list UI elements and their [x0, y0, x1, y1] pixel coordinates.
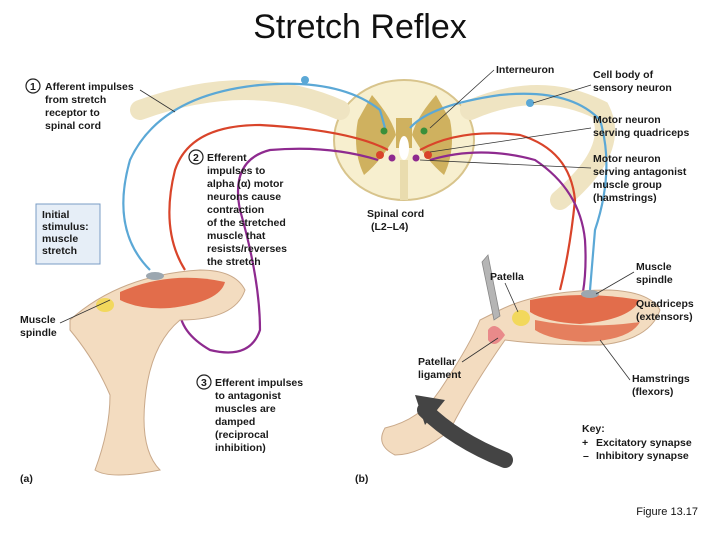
- stimulus-line: stimulus:: [42, 221, 89, 233]
- leg-b: [381, 289, 661, 456]
- kick-arrow: [415, 395, 513, 468]
- step-1-line: from stretch: [45, 94, 106, 106]
- step-3-number: 3: [201, 377, 207, 389]
- sensory-cell-body: [526, 99, 534, 107]
- afferent-cell-body: [301, 76, 309, 84]
- label-patellar-ligament: ligament: [418, 369, 462, 381]
- spinal-cord-section: [333, 79, 475, 201]
- key-excitatory-label: Excitatory synapse: [596, 437, 692, 449]
- step-3-line: inhibition): [215, 442, 266, 454]
- leader-line: [599, 339, 631, 381]
- step-2-number: 2: [193, 152, 199, 164]
- efferent-pathway: [168, 123, 577, 291]
- label-hamstrings: (flexors): [632, 386, 673, 398]
- key-inhibitory-symbol: –: [583, 450, 589, 462]
- label-interneuron: Interneuron: [496, 64, 554, 76]
- label-muscle-spindle-a: spindle: [20, 327, 57, 339]
- step-3-circle: [196, 374, 212, 390]
- label-hamstrings: Hamstrings: [632, 373, 690, 385]
- label-motor-ham: Motor neuron: [593, 153, 661, 165]
- key-excitatory-symbol: +: [582, 437, 588, 449]
- step-3-line: to antagonist: [215, 390, 281, 402]
- afferent-pathway: [122, 76, 608, 291]
- step-1-line: receptor to: [45, 107, 100, 119]
- leader-line: [429, 69, 495, 129]
- step-3-line: muscles are: [215, 403, 276, 415]
- label-motor-ham: muscle group: [593, 179, 662, 191]
- step-2-line: alpha (α) motor: [207, 178, 283, 190]
- figure-caption: Figure 13.17: [636, 506, 698, 518]
- label-cell-body: sensory neuron: [593, 82, 672, 94]
- step-1-line: Afferent impulses: [45, 81, 134, 93]
- label-quadriceps: Quadriceps: [636, 298, 694, 310]
- label-muscle-spindle-b: Muscle: [636, 261, 672, 273]
- label-muscle-spindle-b: spindle: [636, 274, 673, 286]
- step-2-line: resists/reverses: [207, 243, 287, 255]
- key-title: Key:: [582, 423, 605, 435]
- panel-a-label: (a): [20, 473, 33, 485]
- key: Key: + Excitatory synapse – Inhibitory s…: [582, 423, 692, 462]
- leader-line: [429, 127, 592, 153]
- nerve-roots: [130, 80, 615, 210]
- label-spinal-cord-sub: (L2–L4): [371, 221, 408, 233]
- step-2-line: Efferent: [207, 152, 247, 164]
- leader-line: [139, 89, 176, 113]
- panel-b-label: (b): [355, 473, 368, 485]
- step-2-line: neurons cause: [207, 191, 281, 203]
- step-1-circle: [25, 78, 41, 94]
- leader-line: [419, 159, 592, 169]
- label-patellar-ligament: Patellar: [418, 356, 456, 368]
- stimulus-line: stretch: [42, 245, 77, 257]
- label-motor-ham: (hamstrings): [593, 192, 657, 204]
- step-1-line: spinal cord: [45, 120, 101, 132]
- step-2-line: contraction: [207, 204, 264, 216]
- step-2-circle: [188, 149, 204, 165]
- leader-line: [504, 282, 519, 313]
- stimulus-box: [35, 203, 101, 265]
- label-spinal-cord: Spinal cord: [367, 208, 424, 220]
- label-motor-quad: Motor neuron: [593, 114, 661, 126]
- leader-line: [595, 271, 635, 295]
- stimulus-line: Initial: [42, 209, 70, 221]
- step-2-line: the stretch: [207, 256, 261, 268]
- stimulus-line: muscle: [42, 233, 78, 245]
- step-2-line: of the stretched: [207, 217, 286, 229]
- interneurons: [376, 127, 432, 162]
- step-3-line: Efferent impulses: [215, 377, 303, 389]
- step-2-line: muscle that: [207, 230, 266, 242]
- leg-a: [69, 269, 246, 476]
- step-1-number: 1: [30, 81, 36, 93]
- label-quadriceps: (extensors): [636, 311, 693, 323]
- label-motor-ham: serving antagonist: [593, 166, 687, 178]
- step-3-line: damped: [215, 416, 255, 428]
- step-3-line: (reciprocal: [215, 429, 269, 441]
- label-muscle-spindle-a: Muscle: [20, 314, 56, 326]
- key-inhibitory-label: Inhibitory synapse: [596, 450, 689, 462]
- label-patella: Patella: [490, 271, 524, 283]
- step-2-line: impulses to: [207, 165, 265, 177]
- reflex-hammer: [481, 254, 501, 321]
- label-cell-body: Cell body of: [593, 69, 654, 81]
- leader-line: [532, 84, 592, 104]
- leader-line: [59, 299, 111, 324]
- label-motor-quad: serving quadriceps: [593, 127, 689, 139]
- slide-title: Stretch Reflex: [253, 8, 467, 46]
- leader-line: [461, 337, 499, 363]
- antagonist-pathway: [178, 147, 587, 354]
